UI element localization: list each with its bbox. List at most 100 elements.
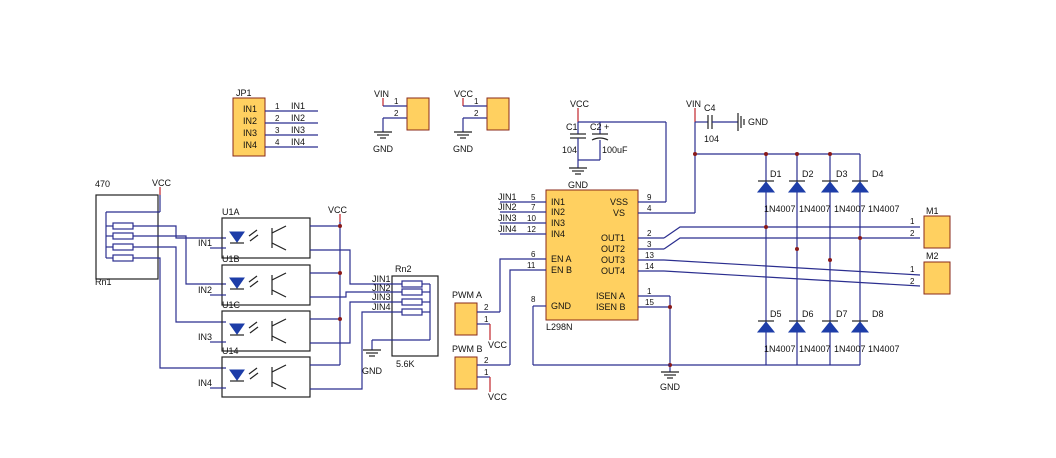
jp1-pin-1: 1: [275, 102, 280, 111]
diode-part-d1: 1N4007: [764, 204, 796, 214]
c4-group: VIN C4 104 GND: [686, 99, 860, 213]
l298n-out4: OUT4: [601, 266, 625, 276]
diode-part-d4: 1N4007: [868, 204, 900, 214]
diode-part-d6: 1N4007: [799, 344, 831, 354]
l298n-pin-8: 8: [531, 295, 536, 304]
pwm-b-ref: PWM B: [452, 344, 483, 354]
led-icon: [229, 323, 245, 335]
cap-gnd: GND: [568, 180, 589, 190]
opto-u1a: U1A IN1: [198, 207, 372, 285]
c2-ref: C2: [590, 122, 602, 132]
opto-ref-4: U14: [222, 346, 239, 356]
l298n-net-jin1: JIN1: [498, 192, 517, 202]
l298n-net-jin2: JIN2: [498, 202, 517, 212]
l298n-pin-6: 6: [531, 250, 536, 259]
l298n-pin-14: 14: [645, 262, 654, 271]
diode-icon: [756, 321, 776, 333]
pwm-a-body: [454, 302, 478, 336]
vcc-header-net: VCC: [454, 89, 474, 99]
opto-in-3: IN3: [198, 332, 212, 342]
pwm-b-header: PWM B 2 1 VCC: [452, 269, 518, 402]
jp1-pin-4: 4: [275, 138, 280, 147]
diode-ref-d7: D7: [836, 309, 848, 319]
rn1-value: 470: [95, 179, 110, 189]
pwm-a-vcc: VCC: [488, 340, 508, 350]
l298n-pin-1: 1: [647, 287, 652, 296]
jp1-net-1: IN1: [291, 101, 305, 111]
vcc-header: VCC 1 2 GND: [453, 89, 510, 154]
led-icon: [229, 277, 245, 289]
diode-ref-d4: D4: [872, 169, 884, 179]
main-gnd: GND: [660, 382, 681, 392]
diode-bridge: D1 D2 D3 D4 1N4007 1N4007 1N4007 1N4007 …: [663, 152, 921, 366]
opto-in-2: IN2: [198, 285, 212, 295]
pwm-a-header: PWM A 2 1 VCC: [452, 258, 518, 350]
opto-u1c: U1C IN3: [198, 300, 372, 352]
diode-icon: [850, 181, 870, 193]
l298n-isenb: ISEN B: [596, 302, 626, 312]
pwm-b-pin-2: 2: [484, 356, 489, 365]
motor-m1: M1 1 2: [910, 206, 951, 249]
l298n-out3: OUT3: [601, 255, 625, 265]
rn1-ref: Rn1: [95, 277, 112, 287]
jp1-ref: JP1: [236, 88, 252, 98]
l298n-ena: EN A: [551, 254, 572, 264]
motor-ref-m1: M1: [926, 206, 939, 216]
rn2-body: [391, 275, 439, 357]
vin-header-gnd: GND: [373, 144, 394, 154]
rn2-gnd: GND: [362, 366, 383, 376]
cap-vcc: VCC: [570, 99, 590, 109]
l298n-vss: VSS: [610, 197, 628, 207]
opto-u14: U14 IN4: [198, 311, 372, 398]
l298n-pin-4: 4: [647, 204, 652, 213]
m1-pin-1: 1: [910, 217, 915, 226]
c4-gnd: GND: [748, 117, 769, 127]
c1-value: 104: [562, 145, 577, 155]
opto-vcc-rail: VCC: [328, 205, 348, 365]
l298n-pin-7: 7: [531, 203, 536, 212]
pwm-b-vcc: VCC: [488, 392, 508, 402]
opto-ref-3: U1C: [222, 300, 241, 310]
pwm-b-pin-1: 1: [484, 368, 489, 377]
l298n-in4: IN4: [551, 229, 565, 239]
diode-icon: [756, 181, 776, 193]
diode-part-d2: 1N4007: [799, 204, 831, 214]
pwm-a-pin-1: 1: [484, 315, 489, 324]
jp1-net-3: IN3: [291, 125, 305, 135]
pwm-a-pin-2: 2: [484, 303, 489, 312]
motor-m2-connector: [923, 261, 951, 295]
opto-ref-2: U1B: [222, 254, 240, 264]
opto-u1b: U1B IN2: [198, 254, 372, 306]
rn2-net-3: JIN3: [372, 292, 391, 302]
cap-bank: VCC C1 C2 + 104 100uF GND: [562, 99, 667, 202]
l298n-net-jin4: JIN4: [498, 224, 517, 234]
rn2-net-1: JIN1: [372, 274, 391, 284]
jp1-header: JP1 IN1 IN2 IN3 IN4 1 2 3 4 IN1 IN2 IN3 …: [232, 88, 318, 157]
led-icon: [229, 231, 245, 243]
diode-icon: [820, 181, 840, 193]
jp1-pin-2: 2: [275, 114, 280, 123]
motor-m1-connector: [923, 215, 951, 249]
diode-ref-d6: D6: [802, 309, 814, 319]
opto-vcc-label: VCC: [328, 205, 348, 215]
l298n-enb: EN B: [551, 265, 572, 275]
l298n-isena: ISEN A: [596, 291, 625, 301]
vin-header-net: VIN: [374, 89, 389, 99]
vcc-header-gnd: GND: [453, 144, 474, 154]
vcc-header-pin-2: 2: [474, 109, 479, 118]
diode-part-d7: 1N4007: [834, 344, 866, 354]
diode-ref-d8: D8: [872, 309, 884, 319]
c4-vin: VIN: [686, 99, 701, 109]
opto-in-1: IN1: [198, 238, 212, 248]
diode-icon: [850, 321, 870, 333]
c4-ref: C4: [704, 103, 716, 113]
diode-icon: [820, 321, 840, 333]
l298n-in3: IN3: [551, 218, 565, 228]
diode-ref-d1: D1: [770, 169, 782, 179]
m1-pin-2: 2: [910, 229, 915, 238]
rn2-network: Rn2 JIN1 JIN2 JIN3 JIN4 GND 5.6K: [362, 264, 439, 376]
l298n-pin-15: 15: [645, 298, 654, 307]
l298n-pin-12: 12: [527, 225, 536, 234]
rn2-value: 5.6K: [396, 359, 415, 369]
